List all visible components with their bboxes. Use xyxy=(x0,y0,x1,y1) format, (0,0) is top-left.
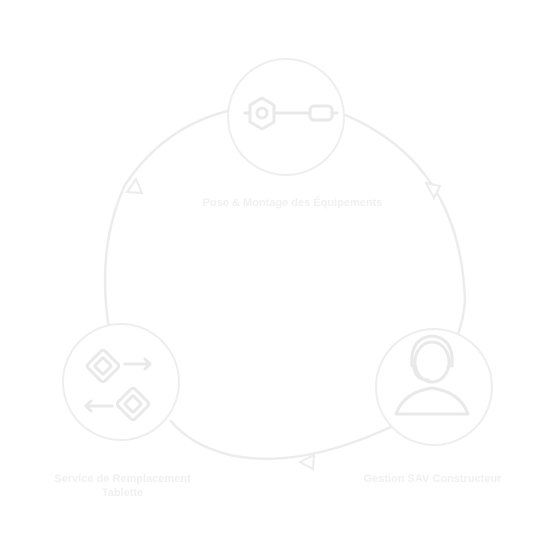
label-service-remplacement-line-1: Service de Remplacement xyxy=(54,473,191,485)
label-pose-montage-line-1: Pose & Montage des Équipements xyxy=(202,197,383,209)
node-pose-montage xyxy=(227,58,345,176)
label-gestion-sav: Gestion SAV Constructeur xyxy=(335,472,530,486)
label-pose-montage: Pose & Montage des Équipements xyxy=(150,196,435,210)
label-service-remplacement: Service de Remplacement Tablette xyxy=(30,472,215,500)
label-gestion-sav-line-1: Gestion SAV Constructeur xyxy=(363,473,502,485)
node-circle-top xyxy=(227,58,345,176)
arc-right-to-left xyxy=(169,419,396,460)
tablet-swap-icon xyxy=(84,348,152,422)
arrow-head-bottom xyxy=(297,453,316,471)
arrow-head-left xyxy=(125,176,144,195)
cycle-arrows xyxy=(125,176,442,471)
arc-left-to-top xyxy=(103,108,233,336)
support-headset-icon xyxy=(394,334,470,416)
tools-wrench-icon xyxy=(243,96,339,131)
arc-top-to-right xyxy=(337,110,467,366)
label-service-remplacement-line-2: Tablette xyxy=(101,487,144,499)
node-circle-left xyxy=(62,323,180,441)
node-service-remplacement xyxy=(62,323,180,441)
arrow-head-right xyxy=(424,181,442,201)
node-gestion-sav xyxy=(375,328,493,446)
